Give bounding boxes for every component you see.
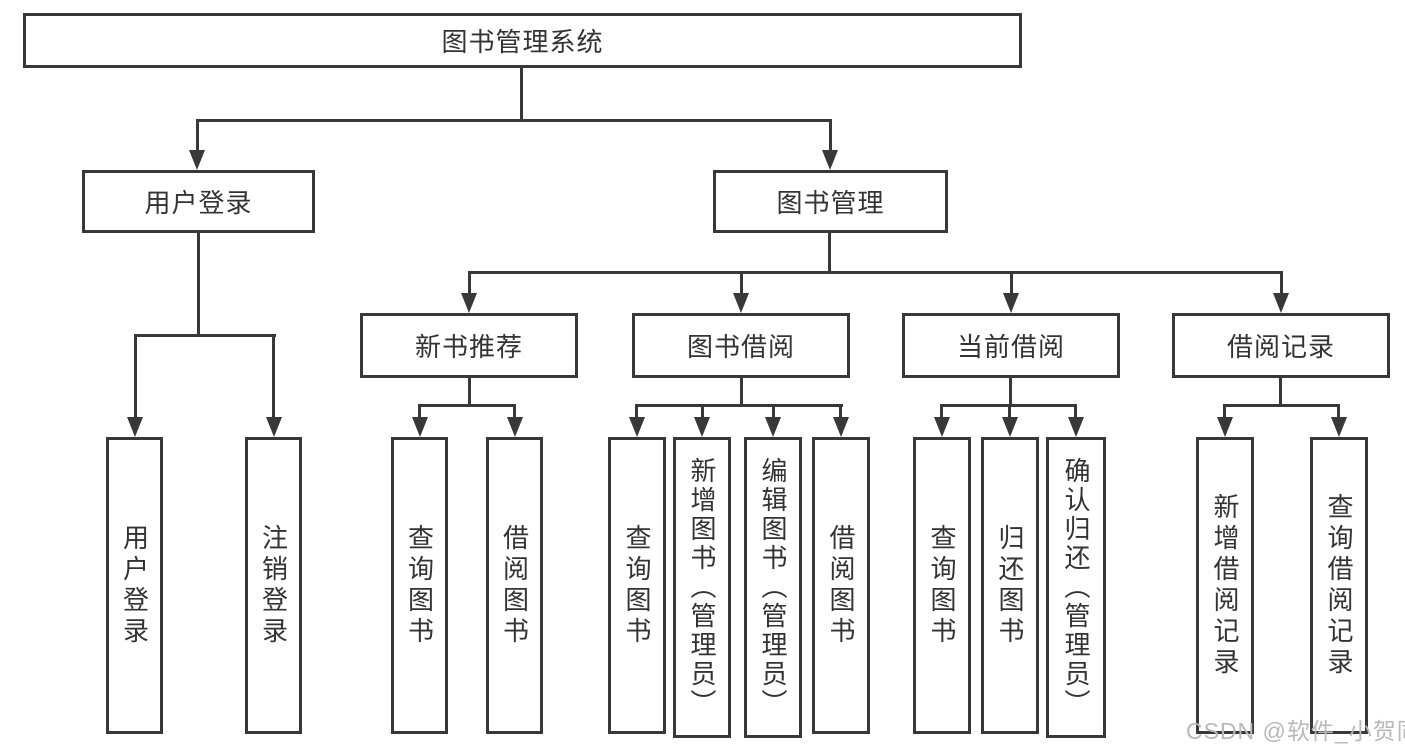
arrow-down-icon [765,417,781,437]
connector-line [1223,404,1226,419]
arrow-down-icon [1068,417,1084,437]
arrow-down-icon [189,150,205,170]
arrow-down-icon [127,417,143,437]
node-newbook-borrow-books: 借阅图书 [486,437,543,734]
connector-line [1279,378,1282,407]
arrow-down-icon [507,417,523,437]
connector-line [1008,404,1011,419]
node-current-query-books: 查询图书 [913,437,971,734]
connector-line [1074,404,1077,419]
arrow-down-icon [266,417,282,437]
arrow-down-icon [733,293,749,313]
node-current-confirm-return-admin: 确认归还（管理员） [1046,437,1106,738]
arrow-down-icon [461,293,477,313]
connector-line [197,233,200,337]
connector-line [635,404,843,407]
node-borrowing-query-books: 查询图书 [608,437,666,734]
connector-line [1280,271,1283,295]
connector-line [1009,378,1012,407]
connector-line [196,119,199,152]
node-logout: 注销登录 [245,437,302,734]
connector-line [468,378,471,407]
node-user-login: 用户登录 [82,170,315,233]
arrow-down-icon [412,417,428,437]
connector-line [468,271,471,295]
connector-line [740,271,743,295]
connector-line [772,404,775,419]
connector-line [1337,404,1340,419]
node-current-borrowing: 当前借阅 [902,313,1120,378]
csdn-watermark: CSDN @软件_小贺同学 [1186,718,1405,744]
arrow-down-icon [1003,293,1019,313]
connector-line [839,404,842,419]
arrow-down-icon [629,417,645,437]
connector-line [635,404,638,419]
node-borrowing-edit-books-admin: 编辑图书（管理员） [744,437,802,738]
connector-line [828,233,831,274]
connector-line [520,68,523,122]
arrow-down-icon [1002,417,1018,437]
node-user-login-leaf: 用户登录 [106,437,163,734]
connector-line [272,334,275,419]
node-borrowing-add-books-admin: 新增图书（管理员） [673,437,731,738]
connector-line [1223,404,1340,407]
node-records-query-borrow-record: 查询借阅记录 [1310,437,1368,734]
node-current-return-books: 归还图书 [981,437,1039,734]
arrow-down-icon [1217,417,1233,437]
connector-line [134,334,137,419]
connector-line [940,404,943,419]
node-borrowing-borrow-books: 借阅图书 [812,437,870,734]
arrow-down-icon [833,417,849,437]
node-newbook-query-books: 查询图书 [391,437,448,734]
arrow-down-icon [822,150,838,170]
connector-line [740,378,743,407]
connector-line [468,271,1282,274]
connector-line [701,404,704,419]
connector-line [196,119,832,122]
connector-line [1010,271,1013,295]
connector-line [418,404,516,407]
arrow-down-icon [694,417,710,437]
connector-line [418,404,421,419]
connector-line [134,334,276,337]
arrow-down-icon [1331,417,1347,437]
node-book-management: 图书管理 [713,170,948,233]
node-library-management-system: 图书管理系统 [23,13,1022,68]
arrow-down-icon [1273,293,1289,313]
connector-line [513,404,516,419]
node-borrowing-records: 借阅记录 [1172,313,1390,378]
node-records-add-borrow-record: 新增借阅记录 [1196,437,1254,734]
node-new-book-recommendation: 新书推荐 [360,313,578,378]
node-book-borrowing: 图书借阅 [632,313,850,378]
arrow-down-icon [934,417,950,437]
connector-line [829,119,832,152]
